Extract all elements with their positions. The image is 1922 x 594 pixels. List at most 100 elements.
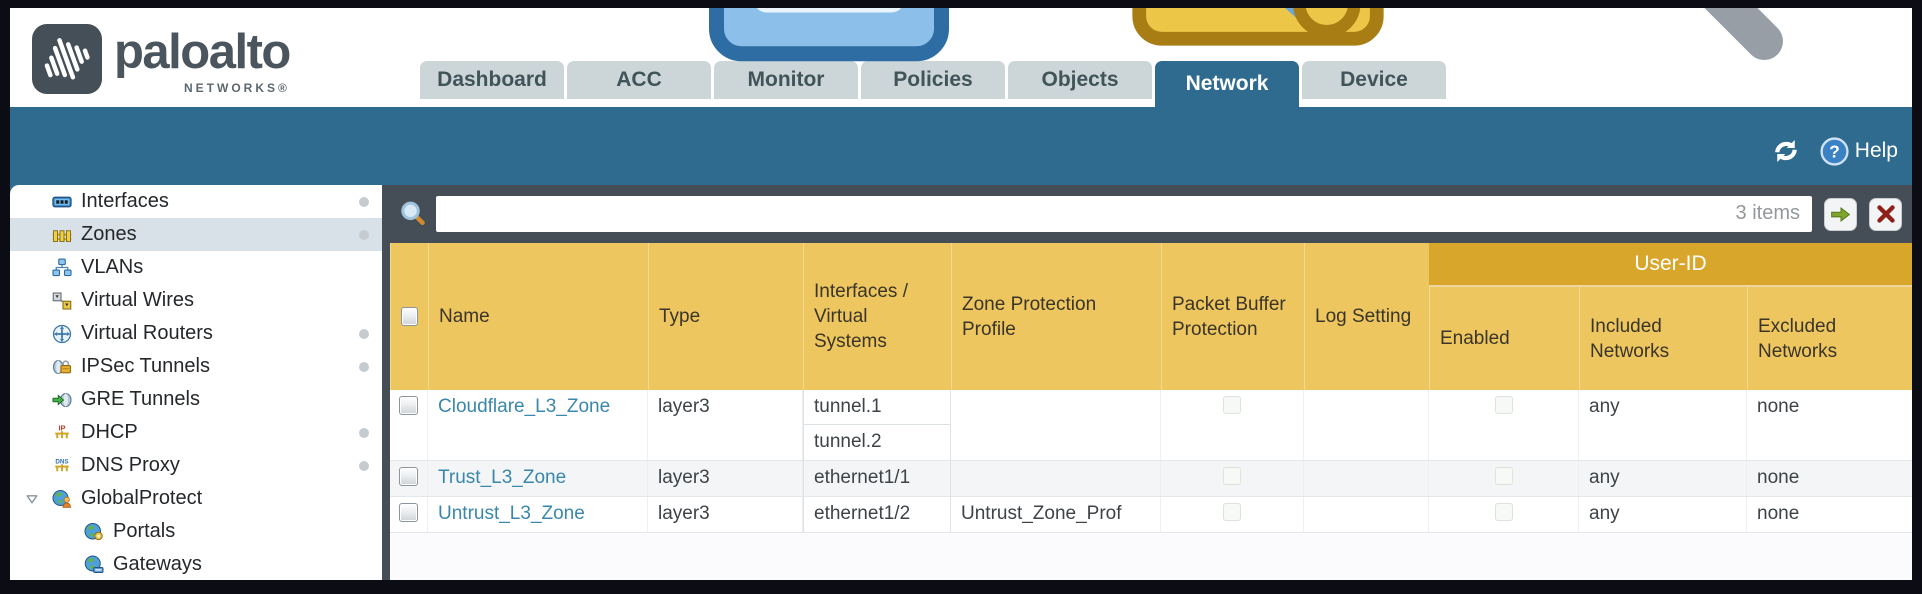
interfaces-cell: ethernet1/1	[803, 461, 951, 496]
user-id-enabled-checkbox[interactable]	[1494, 467, 1513, 485]
column-header-zone-protection-profile: Zone Protection Profile	[951, 243, 1161, 390]
user-id-enabled-checkbox[interactable]	[1494, 396, 1513, 414]
config-menu-button[interactable]: Config	[1108, 8, 1497, 91]
excluded-networks: none	[1757, 467, 1800, 488]
row-checkbox[interactable]	[399, 503, 418, 522]
close-x-icon	[1874, 202, 1898, 226]
sidebar-item-ipsec-tunnels[interactable]: IPSec Tunnels	[10, 350, 382, 383]
row-checkbox[interactable]	[399, 467, 418, 486]
interfaces-cell: ethernet1/2	[803, 497, 951, 532]
zone-name-link[interactable]: Trust_L3_Zone	[438, 467, 567, 488]
vlans-icon	[52, 257, 72, 278]
tab-network[interactable]: Network	[1155, 61, 1299, 107]
sidebar-item-label: GlobalProtect	[81, 487, 203, 509]
tab-dashboard[interactable]: Dashboard	[420, 61, 564, 99]
tab-device[interactable]: Device	[1302, 61, 1446, 99]
interface-value: ethernet1/2	[814, 503, 911, 524]
header-actions: Commit Config Search	[679, 8, 1880, 91]
gre-tunnels-icon	[52, 390, 72, 410]
commit-icon	[679, 8, 979, 91]
zone-name-link[interactable]: Untrust_L3_Zone	[438, 503, 585, 524]
expander-down-icon[interactable]	[24, 491, 40, 507]
dhcp-icon: IP	[52, 423, 72, 443]
column-header-log-setting: Log Setting	[1304, 243, 1429, 390]
paloalto-logo: paloalto NETWORKS®	[32, 24, 291, 95]
sidebar-item-globalprotect[interactable]: GlobalProtect	[10, 482, 382, 515]
svg-text:?: ?	[1829, 141, 1840, 161]
sidebar-item-virtual-wires[interactable]: Virtual Wires	[10, 284, 382, 317]
config-icon	[1108, 8, 1408, 91]
svg-text:DNS: DNS	[55, 458, 68, 465]
brand-subtitle: NETWORKS®	[184, 81, 290, 95]
excluded-networks: none	[1757, 396, 1800, 417]
filter-bar: 3 items	[390, 185, 1912, 243]
user-id-enabled-checkbox[interactable]	[1494, 503, 1513, 521]
zone-type: layer3	[648, 497, 803, 532]
sidebar-item-label: Virtual Routers	[81, 322, 213, 344]
gateways-icon	[84, 555, 104, 575]
interface-value: tunnel.2	[814, 431, 882, 452]
virtual-routers-icon	[52, 324, 72, 344]
arrow-right-icon	[1828, 202, 1853, 227]
filter-input[interactable]	[436, 196, 1812, 232]
help-button[interactable]: ? Help	[1819, 136, 1898, 167]
sidebar-item-zones[interactable]: Zones	[10, 218, 382, 251]
tab-monitor[interactable]: Monitor	[714, 61, 858, 99]
items-count: 3 items	[1735, 202, 1800, 224]
packet-buffer-protection-checkbox[interactable]	[1223, 467, 1241, 485]
interface-value: tunnel.1	[804, 390, 950, 425]
column-header-name: Name	[428, 243, 648, 390]
search-button[interactable]: Search	[1508, 8, 1880, 91]
sidebar-item-vlans[interactable]: VLANs	[10, 251, 382, 284]
paloalto-logo-icon	[32, 24, 102, 94]
zone-name-link[interactable]: Cloudflare_L3_Zone	[438, 396, 611, 417]
brand-name: paloalto	[114, 25, 291, 79]
sidebar-item-virtual-routers[interactable]: Virtual Routers	[10, 317, 382, 350]
svg-text:IP: IP	[58, 423, 65, 432]
table-empty-area	[390, 533, 1912, 580]
status-dot	[359, 197, 369, 207]
tab-acc[interactable]: ACC	[567, 61, 711, 99]
status-dot	[359, 362, 369, 372]
panel-splitter[interactable]	[382, 185, 390, 580]
apply-filter-button[interactable]	[1824, 197, 1857, 231]
commit-button[interactable]: Commit	[679, 8, 1056, 91]
sidebar-item-interfaces[interactable]: Interfaces	[10, 185, 382, 218]
sidebar-item-label: DNS Proxy	[81, 454, 180, 476]
refresh-icon[interactable]	[1771, 136, 1801, 166]
interfaces-icon	[52, 192, 72, 212]
tab-policies[interactable]: Policies	[861, 61, 1005, 99]
status-dot	[359, 428, 369, 438]
sidebar-item-gre-tunnels[interactable]: GRE Tunnels	[10, 383, 382, 416]
sidebar-item-label: Interfaces	[81, 190, 169, 212]
zone-type: layer3	[648, 390, 803, 460]
clear-filter-button[interactable]	[1869, 197, 1902, 231]
row-checkbox[interactable]	[399, 396, 418, 415]
sidebar-item-label: Portals	[113, 520, 176, 542]
globalprotect-icon	[52, 489, 72, 509]
zones-icon	[52, 225, 72, 245]
select-all-checkbox[interactable]	[401, 307, 418, 326]
zone-protection-profile: Untrust_Zone_Prof	[951, 497, 1161, 532]
tab-objects[interactable]: Objects	[1008, 61, 1152, 99]
sidebar-item-label: VLANs	[81, 256, 144, 278]
zone-protection-profile	[951, 390, 1161, 460]
sidebar-item-gateways[interactable]: Gateways	[10, 548, 382, 580]
help-icon: ?	[1819, 136, 1850, 167]
included-networks: any	[1579, 497, 1747, 532]
sidebar-item-label: Gateways	[113, 553, 202, 575]
status-dot	[359, 461, 369, 471]
status-dot	[359, 230, 369, 240]
sidebar-item-dns-proxy[interactable]: DNS DNS Proxy	[10, 449, 382, 482]
column-header-type: Type	[648, 243, 803, 390]
packet-buffer-protection-checkbox[interactable]	[1223, 503, 1241, 521]
packet-buffer-protection-checkbox[interactable]	[1223, 396, 1241, 414]
virtual-wires-icon	[52, 291, 72, 311]
sidebar-item-portals[interactable]: Portals	[10, 515, 382, 548]
dns-proxy-icon: DNS	[52, 456, 72, 476]
log-setting	[1304, 390, 1429, 460]
